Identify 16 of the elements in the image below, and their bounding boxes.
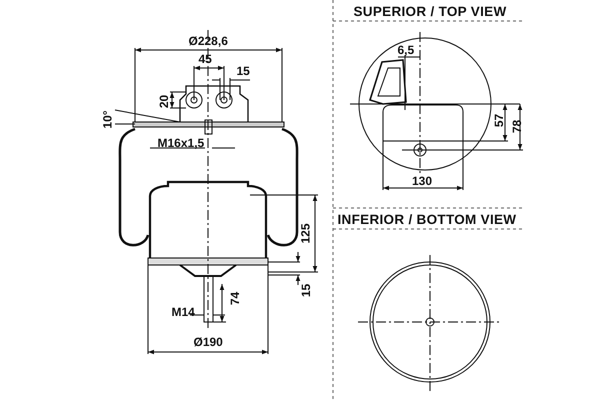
dimension-label: 20	[158, 94, 171, 108]
dimension-label: 125	[300, 222, 313, 244]
view-title: SUPERIOR / TOP VIEW	[354, 4, 506, 18]
thread-label: M14	[172, 306, 195, 318]
view-title: INFERIOR / BOTTOM VIEW	[338, 212, 516, 226]
dimension-label: 15	[300, 283, 313, 297]
dimension-label: 57	[492, 113, 506, 127]
dimension-label: 74	[228, 291, 242, 305]
dimension-label: 45	[198, 52, 212, 66]
dimension-label: 6,5	[398, 44, 414, 56]
dimension-label: 10°	[102, 110, 115, 128]
dimension-label: 15	[236, 64, 250, 78]
thread-label: M16x1,5	[158, 136, 204, 150]
dimension-label: Ø190	[194, 336, 223, 348]
dimension-label: 130	[412, 174, 432, 188]
dimension-label: Ø228,6	[188, 34, 228, 48]
